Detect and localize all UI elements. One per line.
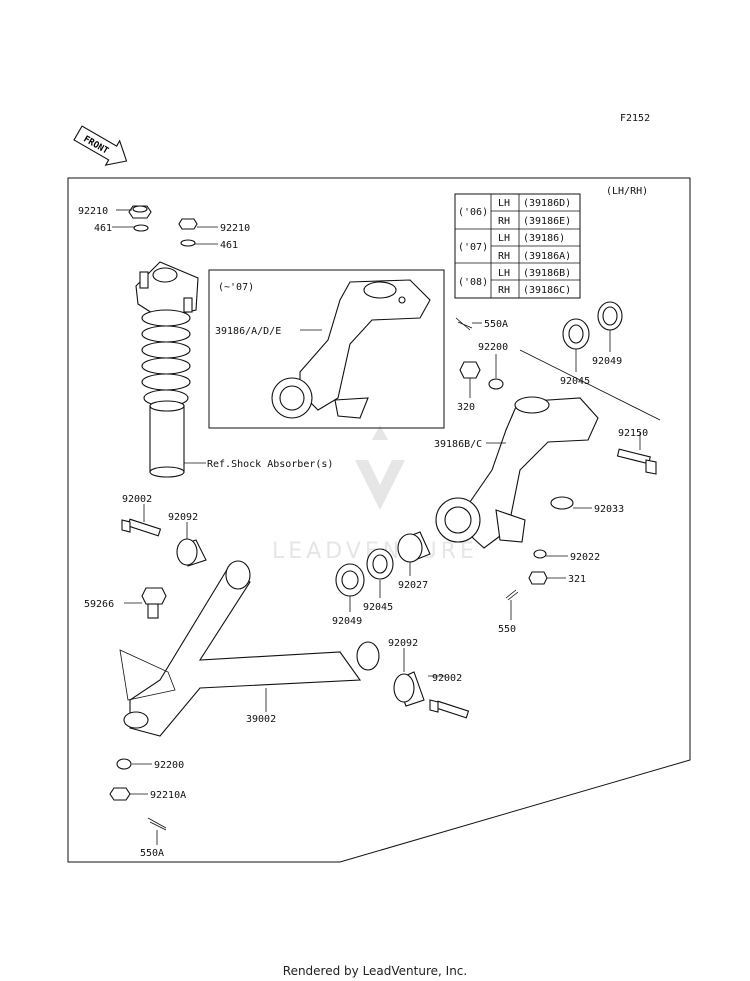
part-label: 92027: [398, 580, 428, 591]
table-part: (39186A): [523, 251, 571, 262]
part-label: 550: [498, 624, 516, 635]
table-side: LH: [498, 198, 510, 209]
part-label: 550A: [484, 319, 508, 330]
knuckle-inset: [271, 279, 431, 419]
part-label: 92045: [363, 602, 393, 613]
figure-code: F2152: [620, 113, 650, 124]
table-part: (39186C): [523, 285, 571, 296]
shock-ref-label: Ref.Shock Absorber(s): [207, 459, 333, 470]
part-label: 92022: [570, 552, 600, 563]
part-label: 92002: [432, 673, 462, 684]
bearing-bottom: [335, 531, 431, 597]
part-label: 92210: [220, 223, 250, 234]
part-label: 92045: [560, 376, 590, 387]
part-label: 39002: [246, 714, 276, 725]
a-arm: [119, 560, 380, 737]
diagram-frame: [67, 177, 691, 863]
part-label: 92033: [594, 504, 624, 515]
part-label: 92200: [154, 760, 184, 771]
bearing-top: [562, 301, 623, 350]
part-label: 92092: [388, 638, 418, 649]
part-label: 39186B/C: [434, 439, 482, 450]
table-part: (39186B): [523, 268, 571, 279]
part-label: 92150: [618, 428, 648, 439]
part-label: 92002: [122, 494, 152, 505]
small-hardware-bottom: [109, 758, 167, 831]
table-year: ('07): [458, 242, 488, 253]
part-label: 92210A: [150, 790, 186, 801]
inset-frame: [208, 269, 445, 429]
ball-joint: [141, 587, 167, 619]
footer-credit: Rendered by LeadVenture, Inc.: [283, 964, 467, 978]
part-label: 92049: [332, 616, 362, 627]
leader-lines: [112, 209, 661, 845]
bolts-92002: [121, 518, 470, 719]
part-label: 550A: [140, 848, 164, 859]
knuckle-main: [435, 396, 599, 549]
part-label: 39186/A/D/E: [215, 326, 281, 337]
table-part: (39186): [523, 233, 565, 244]
part-label: 92049: [592, 356, 622, 367]
part-variant-table: ('06) ('07) ('08) LH RH LH RH LH RH (391…: [454, 193, 581, 299]
part-label: 461: [94, 223, 112, 234]
table-side: LH: [498, 268, 510, 279]
front-arrow-icon: FRONT: [73, 125, 128, 166]
table-part: (39186E): [523, 216, 571, 227]
table-side: RH: [498, 216, 510, 227]
table-side: LH: [498, 233, 510, 244]
part-labels: 92210 461 92210 461 39186/A/D/E 550A 922…: [78, 206, 648, 859]
table-part: (39186D): [523, 198, 571, 209]
inset-label: (~'07): [218, 282, 254, 293]
table-year: ('08): [458, 277, 488, 288]
part-label: 92210: [78, 206, 108, 217]
part-label: 59266: [84, 599, 114, 610]
part-label: 321: [568, 574, 586, 585]
part-label: 461: [220, 240, 238, 251]
part-label: 92200: [478, 342, 508, 353]
part-label: 92092: [168, 512, 198, 523]
bushings: [176, 538, 425, 707]
bolt-92150: [616, 448, 657, 475]
table-side: RH: [498, 251, 510, 262]
part-label: 320: [457, 402, 475, 413]
table-side: RH: [498, 285, 510, 296]
variant-note: (LH/RH): [606, 186, 648, 197]
shock-absorber: [128, 205, 199, 478]
small-hardware-top: [455, 317, 574, 601]
table-year: ('06): [458, 207, 488, 218]
